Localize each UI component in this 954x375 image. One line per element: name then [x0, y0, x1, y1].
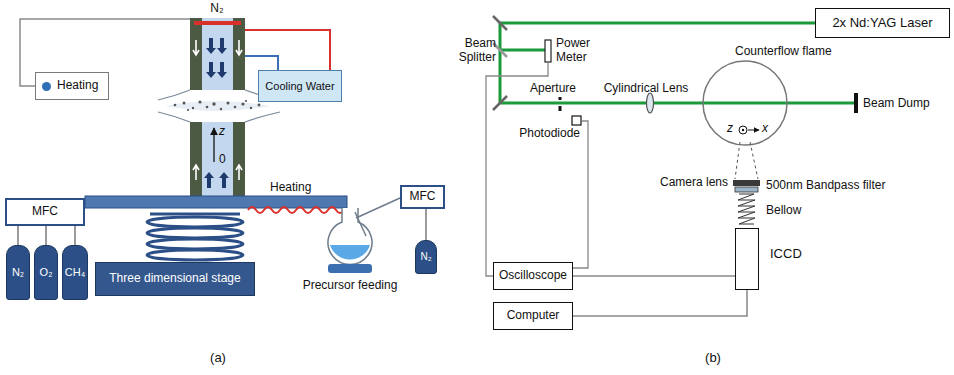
- laser-box: 2x Nd:YAG Laser: [815, 8, 950, 38]
- cylindrical-lens: [647, 93, 654, 113]
- z-axis-arrow: [213, 128, 214, 162]
- cable-line: [74, 226, 76, 245]
- label-text: Counterflow flame: [735, 44, 851, 58]
- burner-outline: [703, 61, 787, 145]
- label-text: Beam Splitter: [446, 36, 496, 65]
- lower-nozzle: [190, 122, 245, 196]
- instrument-box: Computer: [493, 302, 573, 330]
- cable-line: [425, 209, 427, 240]
- node-text: Three dimensional stage: [109, 272, 240, 286]
- stage-spring: [147, 214, 243, 260]
- power-meter: [545, 40, 551, 62]
- cooling-tank: Cooling Water: [258, 70, 342, 102]
- hot-water-line: [245, 30, 330, 70]
- node-text: N₂: [12, 266, 24, 279]
- label-text: Camera lens: [640, 175, 728, 189]
- axis-symbol: [739, 126, 759, 134]
- cold-water-line: [245, 56, 278, 70]
- label-text: Photodiode: [500, 126, 580, 140]
- upper-nozzle: [190, 18, 245, 90]
- laser-beam: [500, 23, 855, 103]
- bellow: [738, 194, 755, 224]
- label-text: 500nm Bandpass filter: [766, 178, 916, 192]
- mfc-box: MFC: [5, 198, 85, 226]
- gas-cylinder: N₂: [6, 245, 30, 300]
- label-text: x: [762, 121, 774, 135]
- feed-tube: [85, 196, 347, 208]
- cable-line: [45, 226, 47, 245]
- label-text: Power Meter: [556, 36, 600, 65]
- label-text: Aperture: [530, 81, 590, 95]
- indicator-dot: [42, 82, 51, 91]
- heater-box: Heating: [35, 72, 109, 100]
- label-text: Heating: [270, 180, 326, 194]
- node-text: Computer: [507, 309, 560, 323]
- gas-cylinder: N₂: [415, 240, 437, 274]
- cable-line: [573, 290, 747, 316]
- stage-box: Three dimensional stage: [95, 262, 255, 296]
- label-text: Beam Dump: [863, 96, 943, 110]
- bandpass-filter: [735, 187, 758, 192]
- camera-lens: [733, 180, 760, 186]
- node-text: O₂: [40, 266, 53, 279]
- mfc-box: MFC: [400, 185, 445, 209]
- node-text: ICCD: [770, 247, 802, 262]
- label-text: (b): [695, 350, 731, 366]
- gas-cylinder: CH₄: [62, 245, 88, 300]
- precursor-flask: [328, 198, 400, 273]
- node-text: MFC: [32, 205, 58, 219]
- label-text: 0: [219, 152, 231, 166]
- label-text: Cylindrical Lens: [598, 81, 694, 95]
- label-text: z: [727, 121, 739, 135]
- node-text: N₂: [420, 251, 431, 263]
- view-cone: [735, 142, 758, 179]
- label-text: (a): [200, 350, 236, 366]
- label-text: Precursor feeding: [290, 278, 410, 292]
- label-text: Bellow: [766, 203, 826, 217]
- node-text: CH₄: [65, 266, 85, 279]
- instrument-box: Oscilloscope: [493, 262, 573, 290]
- camera-box: ICCD: [735, 228, 759, 290]
- cable-line: [17, 226, 19, 245]
- photodiode: [572, 116, 581, 125]
- label-text: z: [219, 124, 231, 138]
- label-text: N₂: [203, 1, 231, 15]
- node-text: 2x Nd:YAG Laser: [832, 16, 932, 31]
- cable-line: [573, 275, 735, 277]
- node-text: Oscilloscope: [499, 269, 567, 283]
- node-text: Heating: [57, 79, 98, 93]
- aperture: [559, 97, 562, 111]
- gas-cylinder: O₂: [34, 245, 58, 300]
- node-text: MFC: [410, 190, 436, 204]
- heating-tape: [248, 207, 344, 213]
- beam-dump: [854, 93, 858, 113]
- signal-cable: [573, 121, 588, 268]
- node-text: Cooling Water: [265, 80, 334, 93]
